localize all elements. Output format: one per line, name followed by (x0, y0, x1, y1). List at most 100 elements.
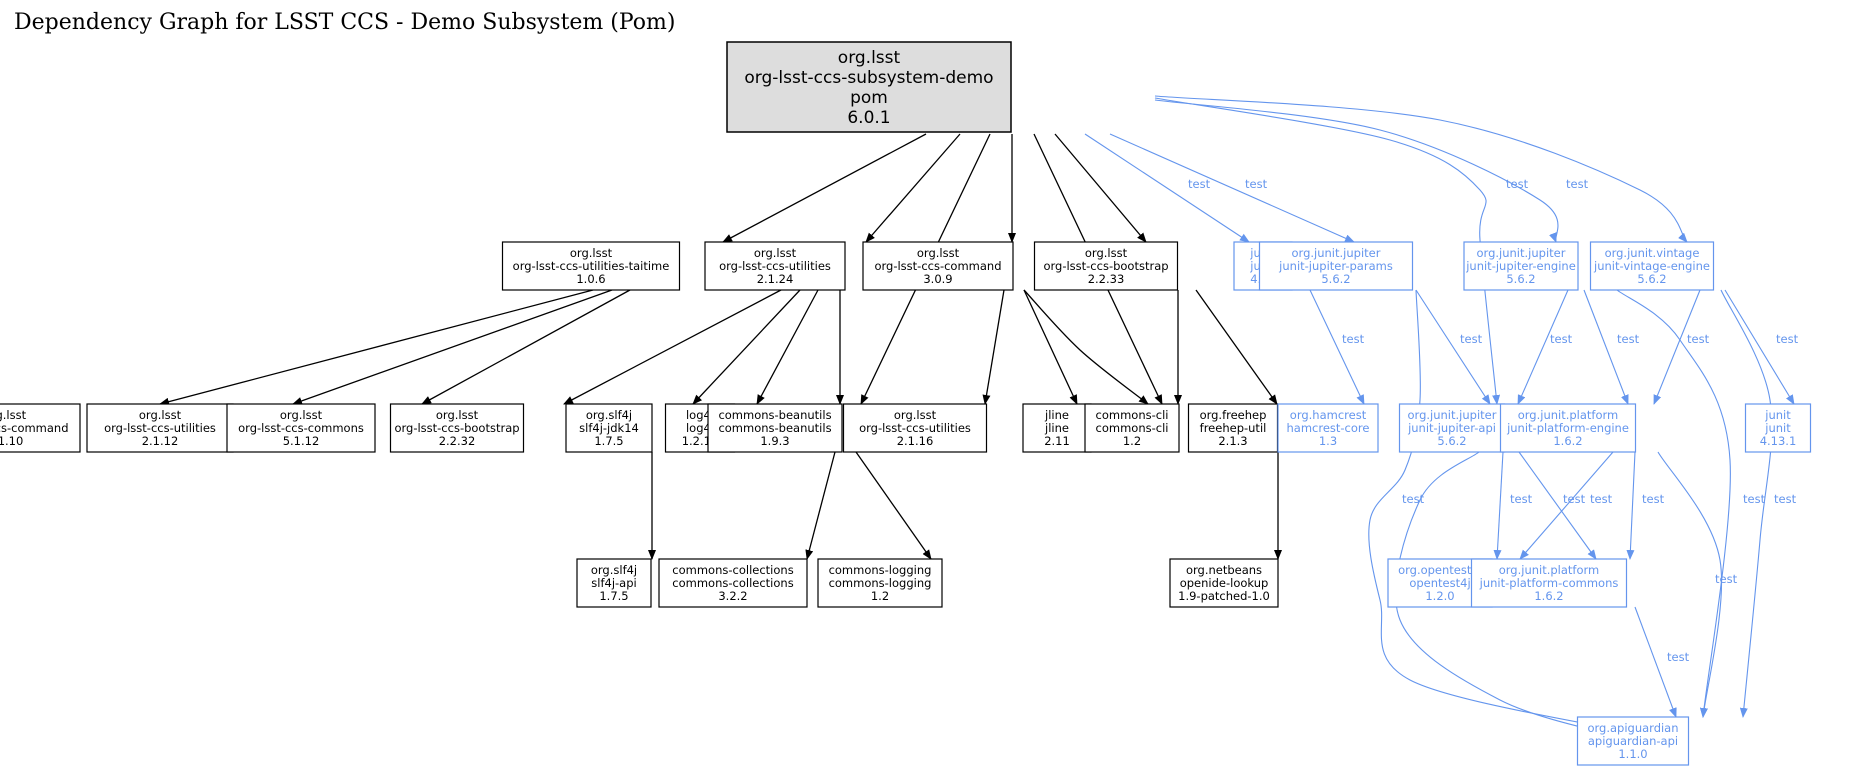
edge-jengine-to-japi: test (1517, 289, 1573, 405)
edge-line (1720, 289, 1773, 718)
node-label-line: junit-vintage-engine (1593, 259, 1710, 273)
edge-line (982, 289, 1005, 405)
edge-pcommons-to-apiguardian: test (1634, 606, 1690, 718)
node-vintage[interactable]: org.junit.vintagejunit-vintage-engine5.6… (1589, 241, 1715, 291)
edge-label-test: test (1563, 492, 1586, 506)
node-box (1277, 403, 1379, 453)
edge-line (563, 289, 782, 405)
node-box (1576, 716, 1690, 766)
graph-title: Dependency Graph for LSST CCS - Demo Sub… (14, 10, 675, 35)
edge-root-to-taitime (722, 133, 927, 243)
node-root[interactable]: org.lsstorg-lsst-ccs-subsystem-demopom6.… (726, 41, 1012, 133)
node-label-line: 2.1.16 (897, 434, 934, 448)
node-label-line: commons-logging (829, 576, 932, 590)
node-box (726, 41, 1012, 133)
edge-label-test: test (1687, 332, 1710, 346)
node-box (1169, 558, 1279, 608)
edge-label-test: test (1402, 492, 1425, 506)
node-pengine[interactable]: org.junit.platformjunit-platform-engine1… (1499, 403, 1637, 453)
node-label-line: commons-cli (1096, 408, 1169, 422)
edge-command309-to-jline (1023, 289, 1078, 405)
edge-junit413-to-hamcrest: test (1309, 289, 1365, 405)
edge-line (1517, 289, 1569, 405)
node-label-line: org.junit.jupiter (1477, 246, 1566, 260)
node-box (1022, 403, 1092, 453)
node-box (1187, 403, 1279, 453)
node-label-line: 5.6.2 (1437, 434, 1466, 448)
edge-line (1519, 451, 1614, 560)
edge-pengine-to-opentest: test (1519, 451, 1614, 560)
edge-vintage-to-pengine: test (1653, 289, 1710, 405)
edge-line (1415, 289, 1491, 405)
edge-line (1309, 289, 1365, 405)
node-openide[interactable]: org.netbeansopenide-lookup1.9-patched-1.… (1169, 558, 1279, 608)
edge-line (722, 133, 927, 243)
edge-label-test: test (1743, 492, 1766, 506)
node-jengine[interactable]: org.junit.jupiterjunit-jupiter-engine5.6… (1463, 241, 1579, 291)
edge-line (1023, 289, 1078, 405)
node-taitime[interactable]: org.lsstorg-lsst-ccs-utilities-taitime1.… (501, 241, 681, 291)
node-label-line: junit-platform-commons (1479, 576, 1619, 590)
node-label-line: org.junit.vintage (1605, 246, 1700, 260)
node-label-line: junit (1764, 421, 1791, 435)
node-label-line: pom (850, 88, 888, 108)
node-label-line: org.freehep (1200, 408, 1267, 422)
node-collections[interactable]: commons-collectionscommons-collections3.… (658, 558, 808, 608)
edge-pengine-to-pcommons: test (1626, 451, 1665, 560)
edge-line (1154, 95, 1688, 243)
node-label-line: org.lsst (0, 408, 27, 422)
edge-line (692, 289, 801, 405)
edge-taitime-to-command2110 (159, 289, 594, 406)
node-label-line: 5.6.2 (1637, 272, 1666, 286)
node-pcommons[interactable]: org.junit.platformjunit-platform-commons… (1470, 558, 1628, 608)
node-label-line: org.slf4j (586, 408, 632, 422)
edge-line (159, 289, 594, 406)
node-label-line: org-lsst-ccs-bootstrap (1043, 259, 1168, 273)
node-label-line: 1.2 (1123, 434, 1141, 448)
node-label-line: commons-beanutils (718, 408, 831, 422)
node-label-line: org.lsst (570, 246, 613, 260)
node-label-line: org-lsst-ccs-commons (238, 421, 364, 435)
node-label-line: org-lsst-ccs-utilities (719, 259, 831, 273)
node-label-line: commons-cli (1096, 421, 1169, 435)
node-label-line: org.junit.platform (1499, 563, 1600, 577)
edge-label-test: test (1506, 177, 1529, 191)
edge-root-to-junit413: test (1084, 133, 1250, 243)
node-box (707, 403, 843, 453)
node-box (389, 403, 525, 453)
edge-beanutils-to-collections (805, 451, 836, 560)
node-label-line: 3.2.2 (718, 589, 747, 603)
node-label-line: junit-platform-engine (1506, 421, 1629, 435)
node-label-line: log4j (686, 421, 714, 435)
edge-line (805, 451, 836, 560)
node-label-line: junit-jupiter-params (1278, 259, 1393, 273)
node-label-line: openide-lookup (1180, 576, 1269, 590)
edge-line (1195, 289, 1278, 405)
node-label-line: commons-beanutils (718, 421, 831, 435)
edge-line (1395, 451, 1634, 742)
node-label-line: 1.2 (871, 589, 889, 603)
node-label-line: commons-collections (672, 576, 793, 590)
node-label-line: org-lsst-ccs-subsystem-demo (744, 68, 993, 88)
node-box (704, 241, 846, 291)
node-jparams[interactable]: org.junit.jupiterjunit-jupiter-params5.6… (1258, 241, 1414, 291)
